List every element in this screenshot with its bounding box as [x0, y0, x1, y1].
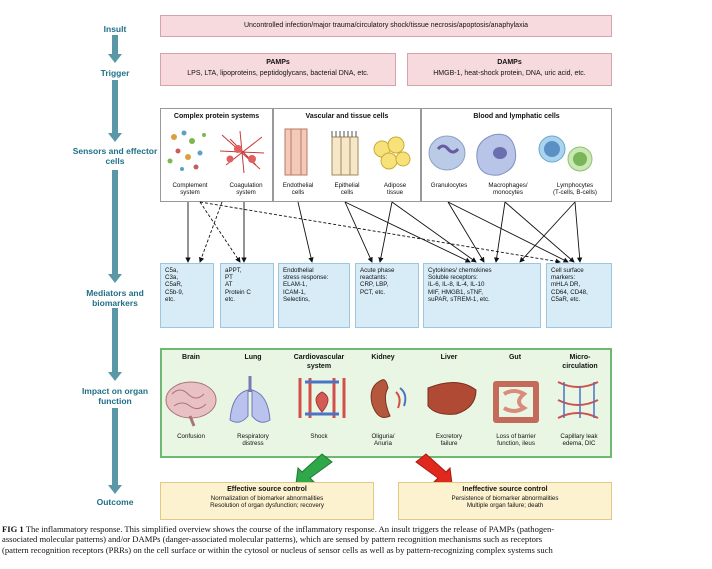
microcirculation-icon	[557, 381, 599, 419]
label-lymphocytes: Lymphocytes(T-cells, B-cells)	[552, 182, 597, 197]
insult-text: Uncontrolled infection/major trauma/circ…	[243, 22, 529, 29]
damps-text: HMGB-1, heat-shock protein, DNA, uric ac…	[433, 69, 586, 77]
organ-name-lung: Lung	[244, 354, 262, 361]
sensor-group-complex	[160, 108, 273, 202]
stage-impact: Impact on organ function	[81, 386, 149, 406]
organ-name-microcirculation: Micro-circulation	[562, 354, 598, 370]
caption-line-1: The inflammatory response. This simplifi…	[25, 524, 555, 534]
organ-effect-cardiovascular: Shock	[310, 433, 328, 440]
stage-outcome: Outcome	[96, 497, 134, 507]
ineffective-outcome-box: Ineffective source control Persistence o…	[398, 482, 612, 520]
mediator-box-complement: C5a,C3a,C5aR,C5b-9,etc.	[160, 263, 214, 328]
gut-icon	[493, 381, 539, 423]
caption-line-2: associated molecular patterns) and/or DA…	[2, 534, 543, 545]
sensor-mediator-arrows	[185, 201, 583, 264]
outcome-arrows	[295, 453, 453, 485]
kidney-icon	[370, 379, 407, 418]
sensor-group-vascular	[273, 108, 421, 202]
pamps-box: PAMPs LPS, LTA, lipoproteins, peptidogly…	[160, 53, 396, 86]
endothelial-icon	[284, 128, 308, 176]
organ-name-gut: Gut	[508, 354, 522, 361]
organ-name-cardiovascular: Cardiovascular system	[293, 354, 345, 370]
effective-line-1: Normalization of biomarker abnormalities	[210, 494, 324, 502]
insult-box: Uncontrolled infection/major trauma/circ…	[160, 15, 612, 37]
caption-label: FIG 1	[2, 524, 24, 534]
macrophage-icon	[476, 133, 517, 176]
pamps-text: LPS, LTA, lipoproteins, peptidoglycans, …	[187, 69, 369, 77]
stage-mediators: Mediators and biomarkers	[86, 288, 144, 308]
good-outcome-arrow	[295, 453, 333, 485]
bad-outcome-arrow	[415, 453, 453, 485]
organ-illustrations	[165, 376, 599, 427]
effective-title: Effective source control	[227, 486, 307, 493]
stage-insult: Insult	[103, 24, 127, 34]
adipose-icon	[373, 136, 411, 170]
sensor-group-blood	[421, 108, 612, 202]
sensor-illustrations	[167, 128, 593, 176]
organ-name-brain: Brain	[182, 354, 200, 361]
organ-effect-kidney: Oliguria/Anuria	[371, 433, 395, 448]
effective-line-2: Resolution of organ dysfunction; recover…	[210, 501, 324, 509]
figure-caption: FIG 1 The inflammatory response. This si…	[2, 524, 708, 555]
stage-trigger: Trigger	[100, 68, 130, 78]
ineffective-title: Ineffective source control	[462, 486, 548, 493]
granulocyte-icon	[428, 135, 466, 171]
caption-line-3: (pattern recognition receptors (PRRs) on…	[2, 544, 553, 555]
organ-effect-brain: Confusion	[177, 433, 205, 440]
label-granulocytes: Granulocytes	[430, 182, 468, 189]
sensor-group-title-complex: Complex protein systems	[173, 113, 260, 120]
ineffective-line-2: Multiple organ failure; death	[466, 501, 544, 509]
coagulation-icon	[219, 130, 265, 174]
damps-box: DAMPs HMGB-1, heat-shock protein, DNA, u…	[407, 53, 612, 86]
epithelial-icon	[331, 131, 359, 176]
lymphocyte-icon	[538, 135, 593, 172]
lung-icon	[229, 376, 271, 423]
stage-arrows	[108, 35, 122, 494]
liver-icon	[427, 382, 477, 415]
damps-title: DAMPs	[497, 59, 522, 66]
organ-name-liver: Liver	[440, 354, 458, 361]
sensor-group-title-vascular: Vascular and tissue cells	[305, 113, 389, 120]
brain-icon	[165, 381, 217, 427]
sensor-group-title-blood: Blood and lymphatic cells	[473, 113, 560, 120]
complement-icon	[167, 130, 206, 171]
ineffective-line-1: Persistence of biomarker abnormalities	[451, 494, 559, 502]
heart-vessels-icon	[298, 378, 346, 418]
effective-outcome-box: Effective source control Normalization o…	[160, 482, 374, 520]
stage-sensors: Sensors and effector cells	[72, 146, 158, 166]
label-macrophages: Macrophages/monocytes	[488, 182, 528, 197]
pamps-title: PAMPs	[266, 59, 290, 66]
organ-name-kidney: Kidney	[371, 354, 395, 361]
